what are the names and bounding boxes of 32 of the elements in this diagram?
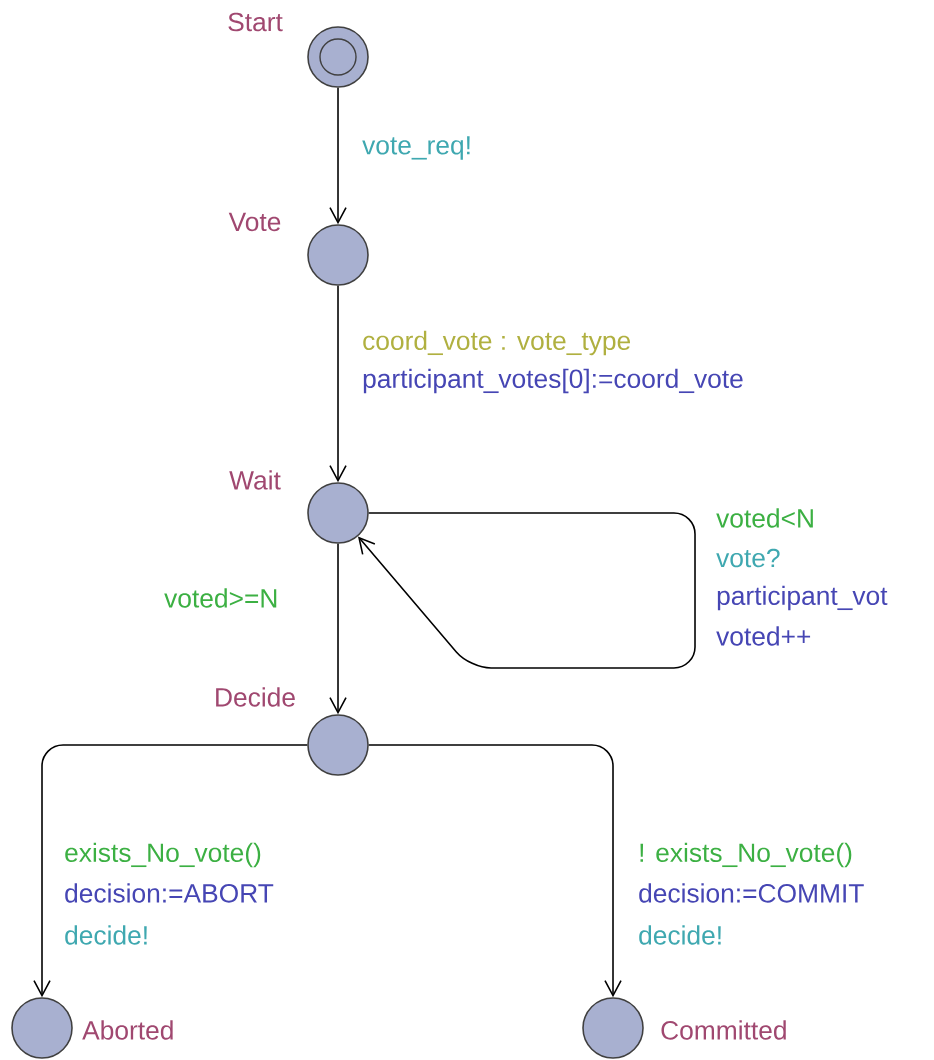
edge-label: ! exists_No_vote() (640, 842, 852, 868)
edge-label: voted++ (716, 626, 811, 646)
arrow (368, 744, 622, 998)
state-name: Vote (228, 212, 281, 232)
edge-label: decision:=ABORT (65, 883, 274, 903)
state-name: Wait (229, 470, 281, 490)
edge-label: voted<N (716, 508, 813, 528)
arrow (357, 512, 696, 669)
edge-label: voted>=N (164, 588, 277, 608)
edge-label: coord_vote : vote_type (363, 330, 631, 356)
state-circle (582, 997, 644, 1059)
arrow (329, 543, 347, 715)
state-circle (307, 26, 369, 88)
arrow (329, 86, 347, 225)
edge-label: participant_vot (717, 585, 888, 611)
arrow (33, 744, 308, 998)
state-circle (307, 714, 369, 776)
state-name: Decide (216, 687, 295, 707)
edge-label: vote? (716, 548, 780, 568)
edge-label: decide! (639, 925, 721, 945)
edge-label: participant_votes[0]:=coord_vote (363, 368, 743, 394)
edge-label: decide! (65, 925, 147, 945)
state-name: Committed (661, 1020, 786, 1040)
arrow (329, 284, 347, 483)
state-name: Aborted (82, 1020, 173, 1040)
state-circle (307, 482, 369, 544)
edge-label: decision:=COMMIT (639, 883, 864, 903)
state-name: Start (228, 12, 283, 32)
edge-label: exists_No_vote() (65, 842, 261, 868)
state-circle (11, 997, 73, 1059)
edge-label: vote_req! (362, 136, 470, 160)
state-circle (307, 224, 369, 286)
